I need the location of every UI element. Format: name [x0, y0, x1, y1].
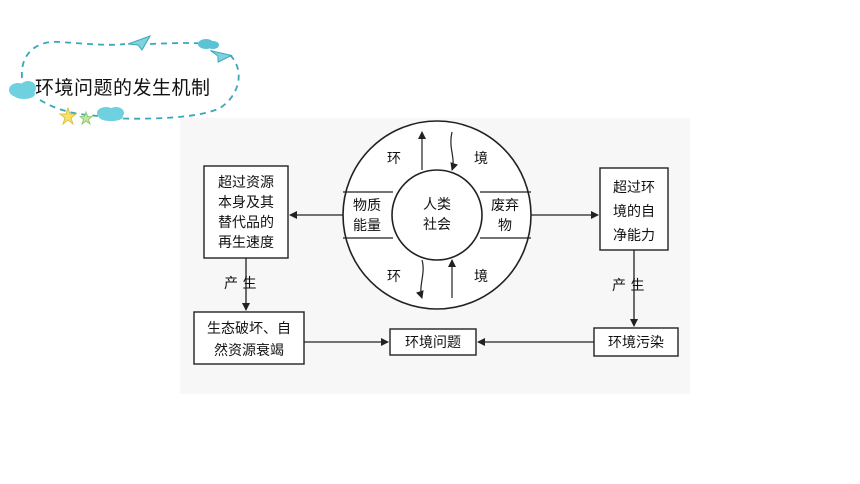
right-produce-label: 产 生 [612, 278, 644, 294]
output-label-line-1: 废弃 [491, 198, 519, 214]
purification-box-line-2: 境的自 [613, 204, 655, 220]
mechanism-diagram: 超过资源 本身及其 替代品的 再生速度 超过环 境的自 净能力 环 境 环 境 … [180, 118, 690, 394]
environmental-pollution-label: 环境污染 [608, 335, 664, 351]
ring-label-bottom-right: 境 [474, 269, 488, 285]
paper-plane-icon [127, 35, 152, 51]
resource-box-line-1: 超过资源 [218, 175, 274, 191]
environmental-problem-box [389, 328, 477, 356]
cloud-icon [198, 39, 219, 49]
ecological-damage-box [193, 311, 305, 365]
resource-box-line-2: 本身及其 [218, 195, 274, 211]
input-label-line-2: 能量 [353, 218, 381, 234]
purification-box-line-3: 净能力 [613, 228, 655, 244]
exchange-arrow-down-bottom [415, 259, 424, 299]
cloud-icon [9, 81, 36, 99]
environmental-problem-label: 环境问题 [405, 335, 461, 351]
input-label-line-1: 物质 [353, 198, 381, 214]
title-decoration [9, 35, 240, 126]
page-title: 环境问题的发生机制 [35, 77, 211, 99]
paper-plane-icon [210, 50, 233, 63]
resource-box-line-3: 替代品的 [218, 215, 274, 231]
ring-label-top-left: 环 [387, 151, 401, 167]
environmental-pollution-box [593, 327, 679, 357]
dashed-swirl-lower [39, 99, 101, 117]
human-society-inner-circle [391, 169, 483, 261]
ring-label-bottom-left: 环 [387, 269, 401, 285]
center-label-line-2: 社会 [423, 217, 451, 233]
star-icon [78, 110, 94, 126]
ecological-damage-line-1: 生态破坏、自 [207, 321, 291, 337]
star-icon [58, 106, 78, 126]
cloud-icon [97, 107, 124, 121]
purification-box-line-1: 超过环 [613, 180, 655, 196]
resource-box-line-4: 再生速度 [218, 235, 274, 251]
ring-label-top-right: 境 [474, 151, 488, 167]
center-label-line-1: 人类 [423, 197, 451, 213]
left-produce-label: 产 生 [224, 276, 256, 292]
resource-regeneration-box [203, 165, 289, 259]
ecological-damage-line-2: 然资源衰竭 [214, 342, 284, 359]
exchange-arrow-down-top [450, 131, 459, 171]
output-label-line-2: 物 [498, 218, 512, 234]
